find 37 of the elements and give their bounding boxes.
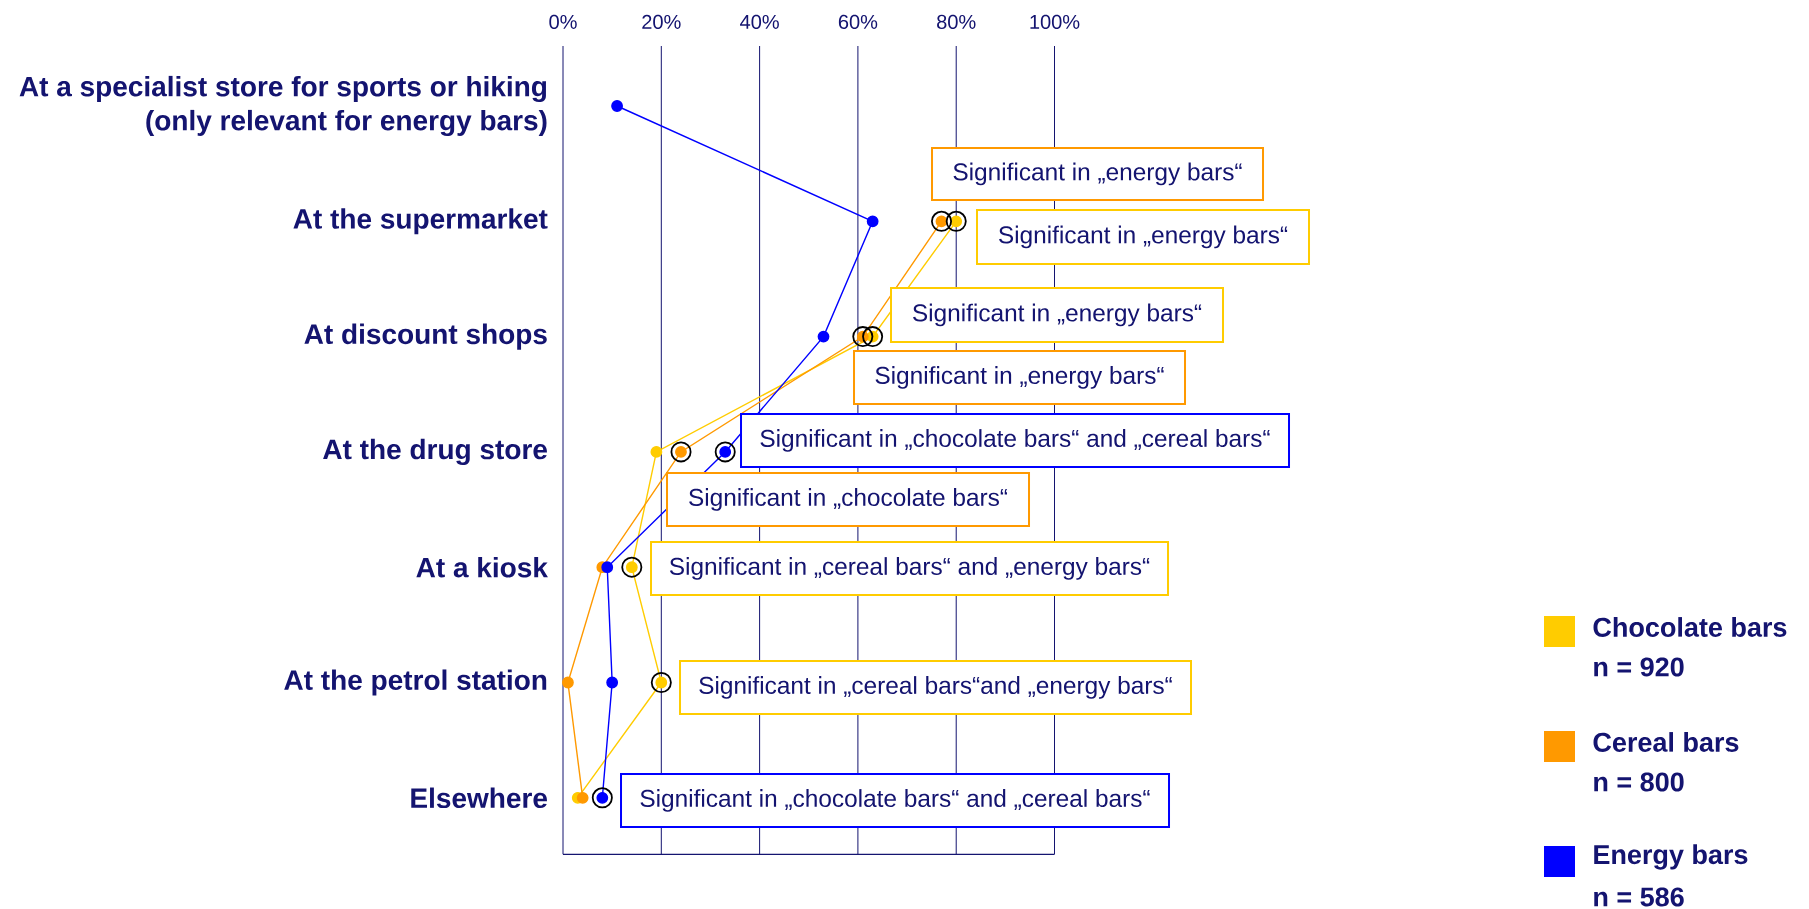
y-tick-label: At a kiosk — [416, 556, 548, 578]
y-tick-label: At a specialist store for sports or hiking (only relevant for energy bars) — [19, 75, 547, 137]
x-tick-label: 100% — [1030, 14, 1080, 29]
sample-size: n = 800 — [1594, 772, 1684, 792]
x-tick-label: 20% — [642, 14, 681, 29]
annotation: Significant in „chocolate bars“ and „cereal bars“ — [640, 789, 1150, 812]
legend-label: Cereal bars — [1593, 732, 1739, 752]
y-tick-label: At discount shops — [304, 323, 547, 350]
annotation-box: Significant in „energy bars“ — [931, 147, 1264, 201]
annotation-box: Significant in „chocolate bars“ and „cereal bars“ — [620, 773, 1170, 828]
y-tick-label: At the supermarket — [293, 208, 548, 235]
annotation-box: Significant in „energy bars“ — [853, 350, 1186, 405]
annotation: Significant in „energy bars“ — [999, 225, 1288, 249]
x-tick-label: 80% — [937, 14, 976, 29]
legend-label: Chocolate bars — [1593, 617, 1787, 637]
annotation-box: Significant in „cereal bars“ and „energy bars“ — [650, 541, 1169, 596]
y-tick-label: At the drug store — [323, 438, 547, 466]
x-tick-label: 60% — [838, 14, 878, 29]
x-tick-label: 40% — [740, 14, 779, 29]
annotation: Significant in „chocolate bars“ — [689, 488, 1008, 511]
annotation: Significant in „energy bars“ — [913, 303, 1202, 327]
annotation-box: Significant in „chocolate bars“ — [666, 472, 1030, 527]
annotation-box: Significant in „energy bars“ — [890, 287, 1224, 343]
x-tick-label: 0% — [549, 14, 577, 29]
annotation-box: Significant in „energy bars“ — [976, 209, 1310, 265]
annotation-box: Significant in „chocolate bars“ and „cereal bars“ — [740, 413, 1290, 468]
y-tick-label: Elsewhere — [411, 787, 547, 809]
annotation: Significant in „chocolate bars“ and „cereal bars“ — [760, 429, 1270, 452]
annotation: Significant in „energy bars“ — [875, 366, 1164, 389]
sample-size: n = 920 — [1594, 657, 1684, 677]
legend-label: Energy bars — [1594, 844, 1748, 870]
y-tick-label: At the petrol station — [284, 669, 547, 696]
annotation: Significant in „cereal bars“ and „energy bars“ — [669, 557, 1150, 580]
sample-size: n = 586 — [1594, 887, 1684, 907]
annotation: Significant in „cereal bars“and „energy bars“ — [699, 676, 1172, 699]
annotation-box: Significant in „cereal bars“and „energy bars“ — [679, 660, 1192, 715]
annotation: Significant in „energy bars“ — [953, 162, 1242, 186]
